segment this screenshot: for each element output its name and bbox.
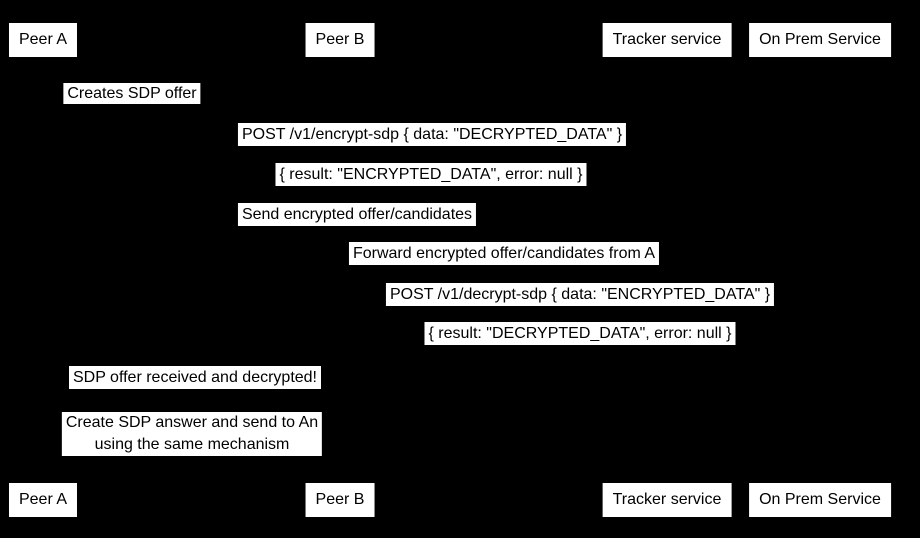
msg-result-decrypted-data: { result: "DECRYPTED_DATA", error: null … (424, 322, 736, 345)
note-line-1: Create SDP answer and send to An (65, 414, 319, 431)
actor-bottom-tracker-service: Tracker service (602, 483, 732, 517)
msg-send-encrypted-offer: Send encrypted offer/candidates (237, 203, 477, 226)
actor-top-tracker-service: Tracker service (602, 23, 732, 57)
actor-bottom-on-prem-service: On Prem Service (749, 483, 891, 517)
actor-top-peer-a: Peer A (8, 23, 78, 57)
note-create-sdp-answer: Create SDP answer and send to An using t… (61, 412, 323, 456)
actor-top-peer-b: Peer B (305, 23, 375, 57)
msg-forward-encrypted-offer: Forward encrypted offer/candidates from … (348, 242, 660, 265)
msg-result-encrypted-data: { result: "ENCRYPTED_DATA", error: null … (275, 163, 587, 186)
msg-post-decrypt-sdp: POST /v1/decrypt-sdp { data: "ENCRYPTED_… (385, 283, 775, 306)
msg-creates-sdp-offer: Creates SDP offer (63, 83, 201, 104)
actor-top-on-prem-service: On Prem Service (749, 23, 891, 57)
msg-post-encrypt-sdp: POST /v1/encrypt-sdp { data: "DECRYPTED_… (237, 123, 627, 146)
note-line-2: using the same mechanism (94, 436, 290, 453)
msg-sdp-offer-received: SDP offer received and decrypted! (69, 366, 321, 389)
actor-bottom-peer-b: Peer B (305, 483, 375, 517)
actor-bottom-peer-a: Peer A (8, 483, 78, 517)
